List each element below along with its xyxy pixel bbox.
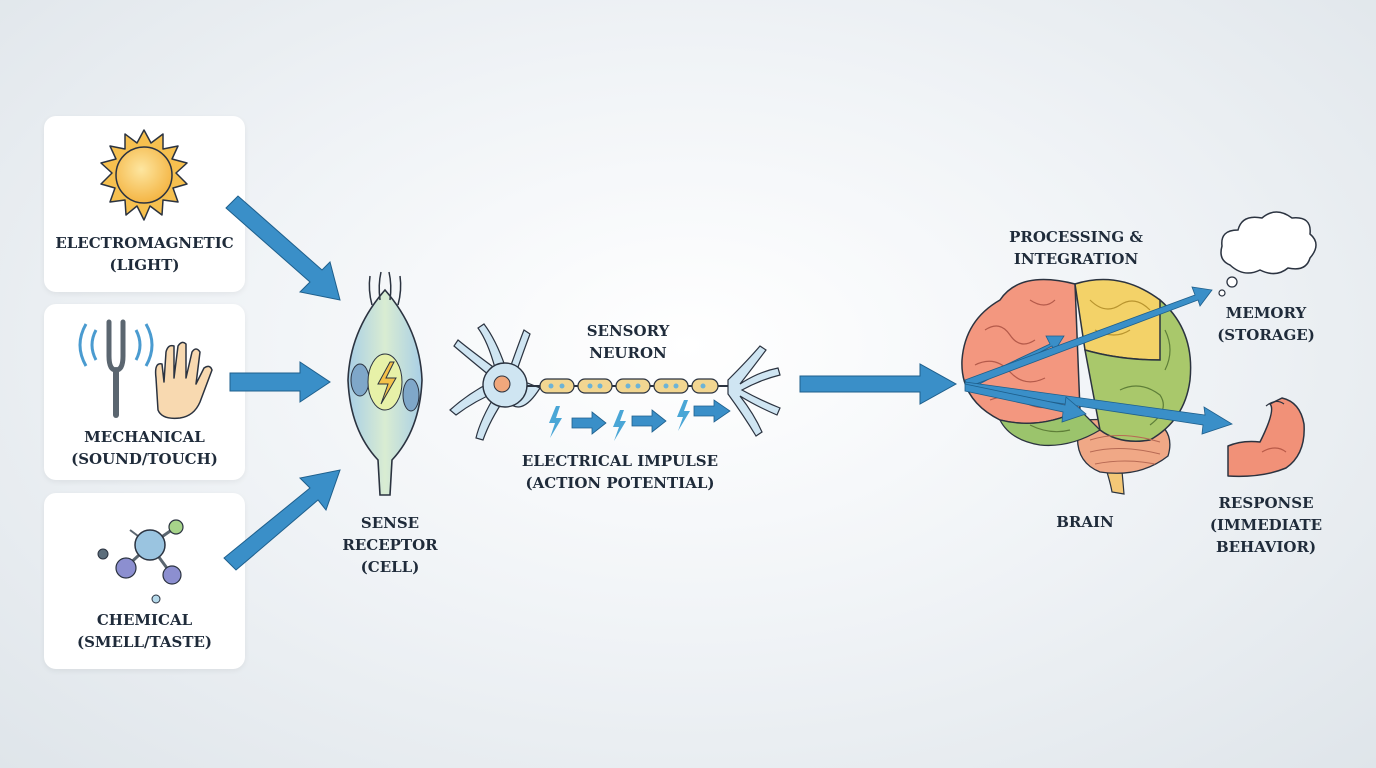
brain-label: BRAIN [1056,513,1114,531]
stimulus-card-chemical: CHEMICAL (SMELL/TASTE) [44,493,245,669]
stimulus-label-chemical: CHEMICAL (SMELL/TASTE) [76,611,213,651]
arrow-neuron-to-brain [799,363,958,405]
brain-illustration [961,278,1233,495]
thought-cloud-icon [1218,211,1317,297]
sun-icon [100,129,188,221]
receptor-label: SENSE RECEPTOR (CELL) [342,514,438,576]
tuning-fork-hand-icon [78,319,213,420]
stimulus-card-mechanical: MECHANICAL (SOUND/TOUCH) [44,304,245,480]
arrow-electromagnetic [225,195,341,301]
arrow-chemical [223,469,341,571]
stimulus-arrows [223,195,341,571]
sensory-neuron [449,323,781,441]
stimulus-label-mechanical: MECHANICAL (SOUND/TOUCH) [71,428,218,468]
neuron-label: SENSORY NEURON [586,322,670,362]
response-label: RESPONSE (IMMEDIATE BEHAVIOR) [1209,494,1323,556]
processing-label: PROCESSING & INTEGRATION [1009,228,1143,268]
flexed-arm-icon [1227,397,1305,478]
arrow-mechanical [229,361,331,403]
molecule-icon [97,519,184,604]
sense-receptor-cell [347,271,423,496]
stimulus-label-electromagnetic: ELECTROMAGNETIC (LIGHT) [55,234,234,274]
memory-label: MEMORY (STORAGE) [1217,304,1315,344]
impulse-label: ELECTRICAL IMPULSE (ACTION POTENTIAL) [521,452,719,492]
